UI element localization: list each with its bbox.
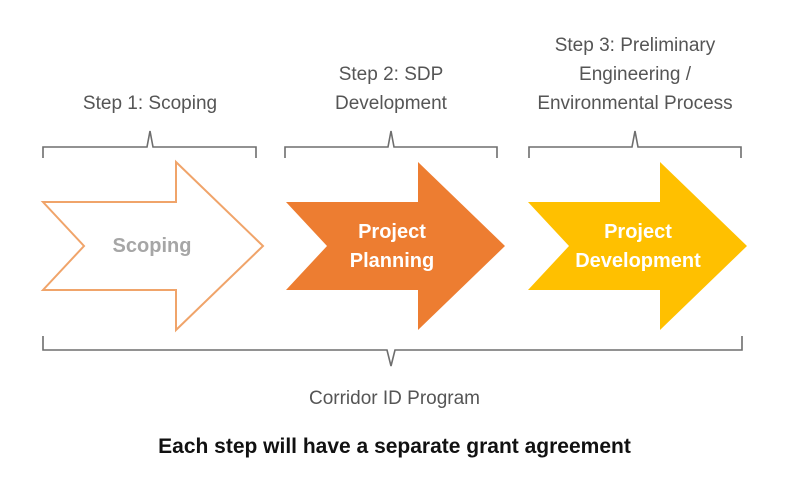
step-3-bracket <box>528 130 742 158</box>
project-planning-arrow <box>286 162 505 330</box>
project-development-arrow-label-line-1: Project <box>604 221 672 243</box>
step-1-bracket <box>42 130 257 158</box>
step-3-label-line-3: Environmental Process <box>537 93 733 114</box>
program-bracket <box>42 336 743 367</box>
project-development-arrow <box>528 162 747 330</box>
program-label: Corridor ID Program <box>308 388 481 409</box>
project-development-arrow-label: Project Development <box>563 218 713 276</box>
step-3-label: Step 3: Preliminary Engineering / Enviro… <box>505 31 765 118</box>
step-3-label-line-1: Step 3: Preliminary <box>554 35 716 56</box>
step-2-label: Step 2: SDP Development <box>281 60 501 118</box>
project-planning-arrow-label-line-1: Project <box>358 221 426 243</box>
step-1-label: Step 1: Scoping <box>40 89 260 118</box>
caption: Each step will have a separate grant agr… <box>158 435 631 458</box>
scoping-arrow-label-line-1: Scoping <box>112 235 192 257</box>
step-3-label-line-2: Engineering / <box>579 64 691 85</box>
scoping-arrow <box>40 159 265 333</box>
step-2-label-line-2: Development <box>335 93 447 114</box>
project-planning-arrow-label: Project Planning <box>322 218 462 276</box>
scoping-arrow-label: Scoping <box>82 232 222 261</box>
step-2-label-line-1: Step 2: SDP <box>338 64 444 85</box>
project-development-arrow-label-line-2: Development <box>575 250 701 272</box>
step-2-bracket <box>284 130 498 158</box>
project-planning-arrow-label-line-2: Planning <box>349 250 435 272</box>
step-1-label-line-1: Step 1: Scoping <box>82 93 218 114</box>
